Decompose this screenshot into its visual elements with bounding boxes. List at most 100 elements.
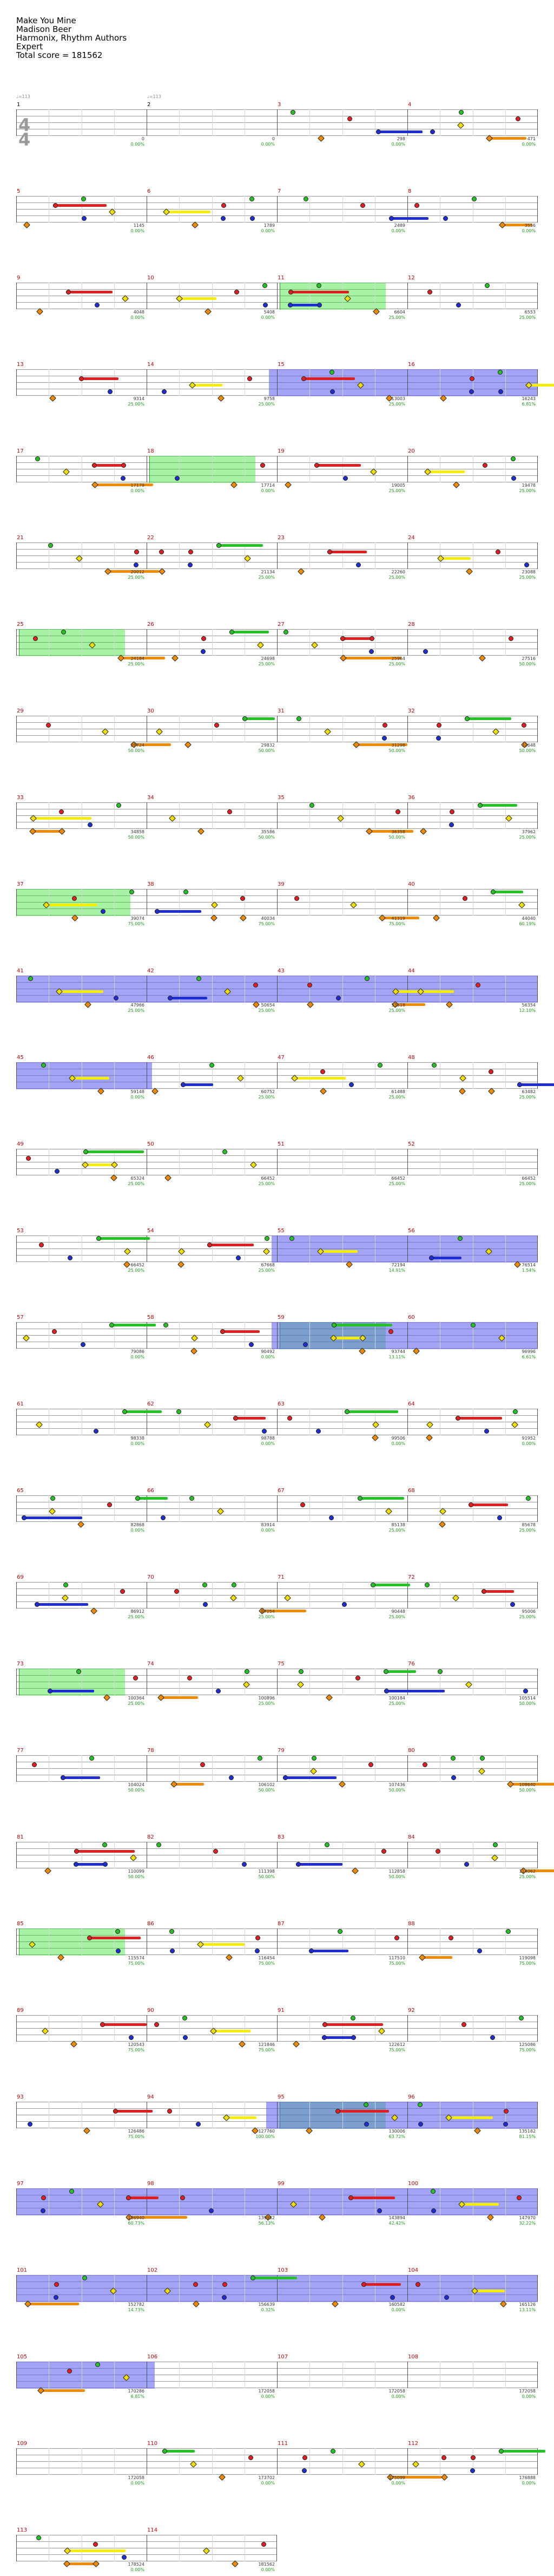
measure-number: 66 <box>147 1488 154 1494</box>
measure-number: 103 <box>278 2267 288 2273</box>
cumulative-score: 61488 <box>391 1089 405 1094</box>
red-note <box>253 983 258 988</box>
blue-note <box>309 1949 314 1953</box>
star-power-percent: 0.00% <box>261 488 275 493</box>
beat-line <box>342 1582 343 1609</box>
star-power-percent: 12.10% <box>519 1008 536 1013</box>
beat-line <box>505 196 506 223</box>
blue-note <box>95 303 100 308</box>
star-power-percent: 50.00% <box>519 1701 536 1706</box>
sustain-tail <box>109 1324 156 1326</box>
staff <box>16 976 538 1008</box>
measure-bar <box>407 1755 408 1782</box>
cumulative-score: 172058 <box>258 2389 275 2394</box>
measure-number: 81 <box>17 1834 24 1840</box>
measure-number: 113 <box>17 2527 28 2533</box>
measure-number: 7 <box>278 188 281 194</box>
blue-note <box>524 563 529 567</box>
beat-line <box>342 2188 343 2215</box>
beat-line <box>114 2102 115 2128</box>
cumulative-score: 19478 <box>522 483 536 488</box>
cumulative-score: 99506 <box>391 1436 405 1441</box>
measure-number: 48 <box>408 1055 415 1061</box>
beat-line <box>114 1842 115 1868</box>
staff <box>16 1842 554 1874</box>
measure-bar <box>16 2188 17 2215</box>
measure-number: 107 <box>278 2354 288 2360</box>
blue-note <box>250 216 255 221</box>
measure-number: 45 <box>17 1055 24 1061</box>
green-note <box>169 1929 174 1934</box>
cumulative-score: 79086 <box>130 1349 144 1354</box>
beat-line <box>114 2015 115 2042</box>
beat-line <box>179 802 180 829</box>
cumulative-score: 117510 <box>388 1956 405 1960</box>
sustain-tail <box>100 2023 147 2026</box>
measure-number: 14 <box>147 362 154 368</box>
beat-line <box>179 2535 180 2561</box>
measure-bar <box>277 1409 278 1435</box>
beat-line <box>309 1409 311 1435</box>
cumulative-score: 298 <box>397 136 405 141</box>
beat-line <box>114 889 115 916</box>
beat-line <box>212 1322 213 1349</box>
measure-bar <box>16 1495 17 1522</box>
red-note <box>340 636 345 641</box>
green-note <box>432 1063 437 1068</box>
measure-number: 26 <box>147 622 154 627</box>
beat-line <box>114 1235 115 1262</box>
measure-number: 43 <box>278 968 285 974</box>
beat-line <box>212 456 213 482</box>
green-note <box>498 370 503 375</box>
sustain-tail <box>469 1503 508 1506</box>
cumulative-score: 98338 <box>130 1436 144 1441</box>
beat-line <box>179 1322 180 1349</box>
measure-number: 31 <box>278 708 285 714</box>
measure-bar <box>16 802 17 829</box>
sustain-tail <box>74 1863 106 1866</box>
blue-note <box>188 563 193 567</box>
blue-note <box>155 909 160 914</box>
sustain-tail <box>340 637 373 640</box>
beat-line <box>309 1495 311 1522</box>
measure-number: 56 <box>408 1228 415 1234</box>
measure-number: 88 <box>408 1921 415 1927</box>
sustain-tail <box>57 990 103 993</box>
cumulative-score: 100364 <box>128 1696 144 1701</box>
blue-note <box>201 649 206 654</box>
measure-bar <box>537 1755 538 1782</box>
beat-line <box>309 1582 311 1609</box>
staff <box>16 2275 538 2307</box>
star-power-percent: 81.15% <box>519 2134 536 2139</box>
sustain-tail <box>384 1670 416 1673</box>
star-power-percent: 0.00% <box>130 2567 144 2572</box>
beat-line <box>114 976 115 1002</box>
red-note <box>327 550 332 554</box>
measure-bar <box>277 2362 278 2388</box>
beat-line <box>342 1062 343 1089</box>
star-power-percent: 25.00% <box>388 315 405 320</box>
beat-line <box>309 889 311 916</box>
measure-number: 72 <box>408 1574 415 1580</box>
blue-note <box>470 2468 475 2473</box>
measure-number: 52 <box>408 1141 415 1147</box>
green-note <box>102 1842 107 1847</box>
red-note <box>240 896 245 901</box>
star-power-percent: 25.00% <box>388 575 405 580</box>
cumulative-score: 116454 <box>258 1956 275 1960</box>
measure-bar <box>277 2188 278 2215</box>
blue-note <box>74 1862 78 1867</box>
star-power-percent: 25.00% <box>258 575 275 580</box>
beat-line <box>114 802 115 829</box>
measure-number: 64 <box>408 1401 415 1407</box>
star-power-percent: 0.00% <box>130 1355 144 1359</box>
staff <box>16 2448 545 2481</box>
cumulative-score: 170286 <box>128 2389 144 2394</box>
sustain-tail <box>388 2476 441 2479</box>
red-note <box>214 723 219 728</box>
green-note <box>491 890 496 894</box>
